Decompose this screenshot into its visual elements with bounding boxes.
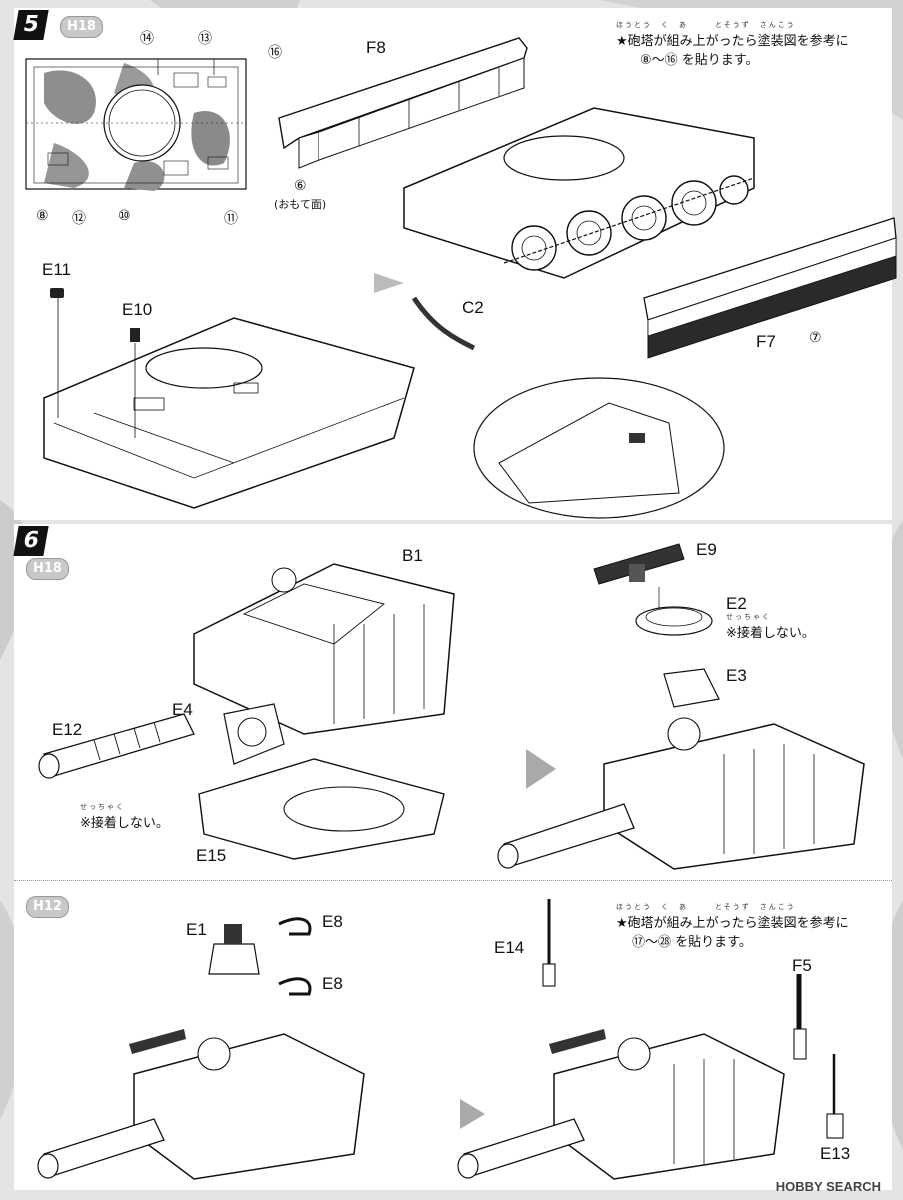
decal-16-label: ⑯ xyxy=(268,45,282,61)
part-e15-lower-turret-drawing xyxy=(198,758,445,860)
part-f7-skirt-drawing xyxy=(643,217,897,359)
part-e1-label: E1 xyxy=(186,920,207,939)
part-e8-label-a: E8 xyxy=(322,912,343,931)
turret-final-drawing xyxy=(457,1029,785,1180)
part-e2-label: E2 xyxy=(726,594,747,613)
part-e15-label: E15 xyxy=(196,846,227,865)
part-e4-label: E4 xyxy=(172,700,193,719)
no-glue-note-e2: せっちゃく※接着しない。 xyxy=(726,613,815,641)
part-b1-upper-turret-drawing xyxy=(193,563,455,735)
turret-top-view-diagram xyxy=(25,58,247,191)
step-5-panel: 5 H18 ⑭ ⑬ ⑯ ⑧ ⑫ ⑩ ⑪ ほうとう く あ とそうず さんこう ★… xyxy=(13,8,897,520)
guide-arrow-icon xyxy=(460,1099,485,1129)
no-glue-note-e4: せっちゃく※接着しない。 xyxy=(80,803,169,831)
decal-6-label: ⑥ xyxy=(294,178,307,194)
hull-rear-assembly-drawing xyxy=(43,288,476,509)
substep-divider xyxy=(14,880,892,881)
turret-top-parts-drawing xyxy=(593,543,720,708)
watermark: HOBBY SEARCH xyxy=(775,1179,881,1194)
step-number: 6 xyxy=(13,526,49,556)
decal-instruction-step5: ほうとう く あ とそうず さんこう ★砲塔が組み上がったら塗装図を参考に ⑧〜… xyxy=(616,21,849,68)
turret-stage1-drawing xyxy=(37,1029,365,1180)
part-e9-label: E9 xyxy=(696,540,717,559)
part-e3-label: E3 xyxy=(726,666,747,685)
part-e12-label: E12 xyxy=(52,720,83,739)
part-f8-label: F8 xyxy=(366,38,386,57)
step-number: 5 xyxy=(13,10,49,40)
decal-instruction-step6: ほうとう く あ とそうず さんこう ★砲塔が組み上がったら塗装図を参考に ⑰〜… xyxy=(616,903,849,950)
paint-badge-bottom: H12 xyxy=(26,896,69,918)
decal-12-label: ⑫ xyxy=(72,211,86,227)
parts-e1-e8-drawing xyxy=(208,917,312,996)
guide-arrow-icon xyxy=(374,273,404,293)
paint-badge: H18 xyxy=(60,16,103,38)
guide-arrow-icon xyxy=(526,749,556,789)
part-e13-label: E13 xyxy=(820,1144,851,1163)
assembled-turret-drawing xyxy=(497,717,865,870)
part-c2-label: C2 xyxy=(462,298,484,317)
part-e11-label: E11 xyxy=(42,260,71,279)
part-f8-skirt-drawing xyxy=(278,37,528,169)
antenna-parts-drawing xyxy=(542,899,844,1139)
decal-14-label: ⑭ xyxy=(140,31,154,47)
part-f5-label: F5 xyxy=(792,956,812,975)
part-e10-label: E10 xyxy=(122,300,153,319)
part-e14-label: E14 xyxy=(494,938,525,957)
part-e12-gun-barrel-drawing xyxy=(38,703,285,779)
decal-13-label: ⑬ xyxy=(198,31,212,47)
decal-6-front-note: (おもて面) xyxy=(274,198,327,211)
tow-cable-detail-circle xyxy=(473,377,725,519)
part-b1-label: B1 xyxy=(402,546,423,565)
decal-8-label: ⑧ xyxy=(36,208,49,224)
part-e8-label-b: E8 xyxy=(322,974,343,993)
decal-10-label: ⑩ xyxy=(118,208,131,224)
part-f7-label: F7 xyxy=(756,332,776,351)
hull-with-wheels-drawing xyxy=(403,107,755,279)
decal-7-label: ⑦ xyxy=(809,330,822,346)
paint-badge-top: H18 xyxy=(26,558,69,580)
decal-11-label: ⑪ xyxy=(224,211,238,227)
step-6-panel: 6 H18 B1 E4 E12 E15 せっちゃく※接着しない。 E9 E2 せ… xyxy=(13,524,892,1190)
